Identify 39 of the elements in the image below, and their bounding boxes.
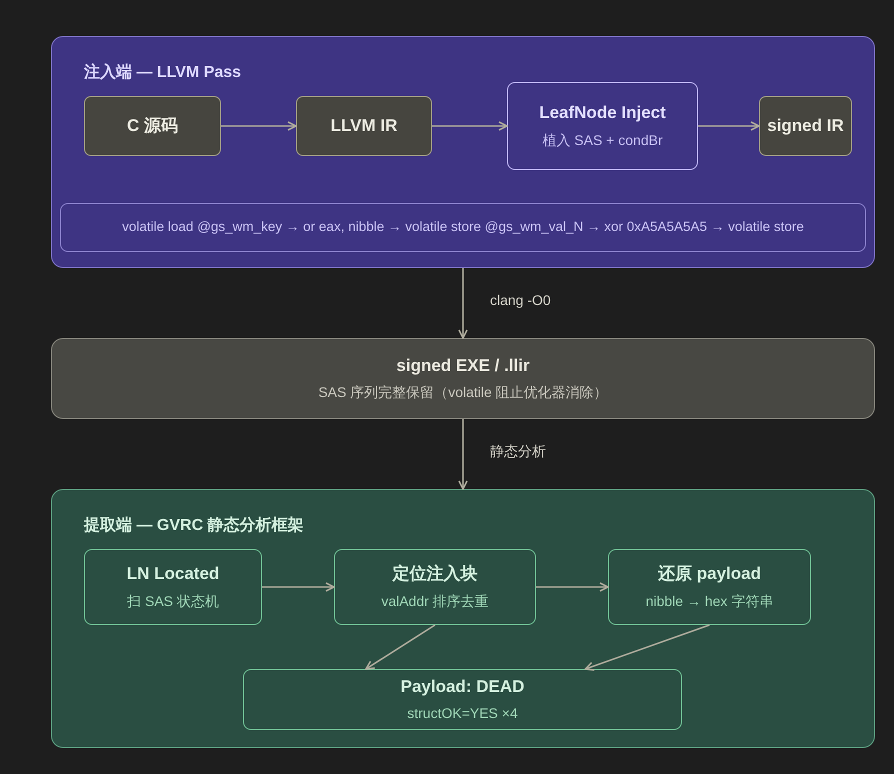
box-subtitle: 植入 SAS + condBr [542, 132, 663, 149]
artifact-box [51, 338, 875, 419]
arrow [458, 268, 468, 339]
process-box [507, 82, 698, 170]
box-subtitle: 扫 SAS 状态机 [127, 592, 219, 610]
process-box [243, 669, 682, 730]
box-title: signed EXE / .llir [396, 356, 530, 376]
box-title: LN Located [126, 564, 220, 585]
process-box [608, 549, 811, 625]
process-box [84, 549, 262, 625]
arrow [698, 121, 760, 131]
process-box [84, 96, 221, 156]
box-subtitle: nibble → hex 字符串 [646, 592, 774, 610]
box-subtitle: valAddr 排序去重 [381, 592, 489, 610]
sequence-text: volatile load @gs_wm_key → or eax, nibble → volatile store @gs_wm_val_N → xor 0xA5A5A5A5 → volatile store [122, 219, 804, 236]
process-box [334, 549, 536, 625]
box-title: LLVM IR [330, 116, 398, 136]
stage-panel [51, 489, 875, 748]
process-box [296, 96, 432, 156]
box-subtitle: structOK=YES ×4 [407, 705, 518, 722]
arrow [458, 419, 468, 490]
box-subtitle: SAS 序列完整保留（volatile 阻止优化器消除） [318, 384, 608, 402]
arrow [432, 121, 508, 131]
box-title: 定位注入块 [392, 564, 478, 585]
panel-heading: 提取端 — GVRC 静态分析框架 [84, 516, 304, 536]
process-box [759, 96, 852, 156]
arrow [584, 624, 710, 671]
panel-heading: 注入端 — LLVM Pass [84, 63, 242, 82]
arrow [365, 624, 436, 670]
arrow [262, 582, 335, 592]
box-title: LeafNode Inject [539, 103, 666, 124]
arrow [536, 582, 609, 592]
stage-panel [51, 36, 875, 268]
box-title: signed IR [767, 116, 844, 136]
sequence-box [60, 203, 866, 252]
box-title: Payload: DEAD [400, 676, 524, 698]
box-title: C 源码 [127, 116, 178, 136]
arrow [221, 121, 297, 131]
box-title: 还原 payload [658, 564, 761, 585]
